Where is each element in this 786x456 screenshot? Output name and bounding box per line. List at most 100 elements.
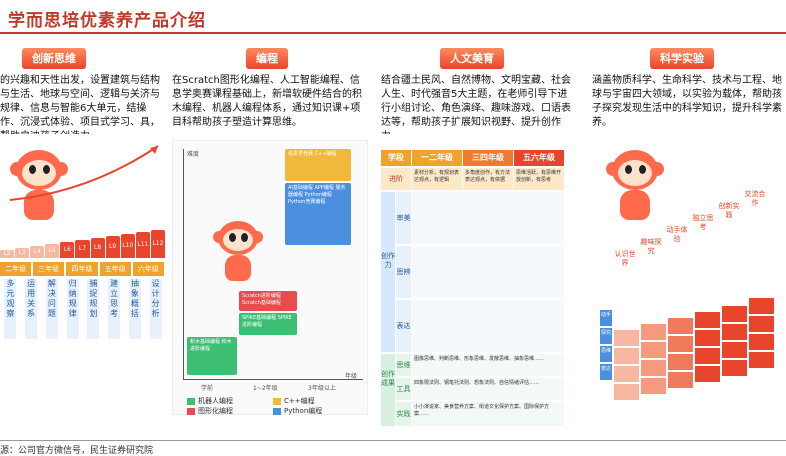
lower-cell-thinking: 图像思维、判断思维、形象思维、发散思维、抽象思维…… bbox=[412, 354, 564, 376]
grade-row: 二年级三年级四年级五年级六年级 bbox=[0, 262, 166, 276]
skill-column: 设计分析 bbox=[149, 279, 162, 339]
science-cell bbox=[641, 342, 666, 358]
side-label-creativity: 创作力 bbox=[381, 192, 395, 352]
science-cell bbox=[614, 366, 639, 382]
science-cell bbox=[695, 366, 720, 382]
lower-cell-tools: 四象限法则、钢笔托法则、想象法则、自信情绪评估…… bbox=[412, 378, 564, 400]
science-cell bbox=[722, 342, 747, 358]
side-label-outcomes: 创作成果 bbox=[381, 354, 395, 426]
skill-columns: 多元观察运用关系解决问题归纳规律捕捉规划建立思考抽象概括设计分析 bbox=[0, 279, 166, 339]
stage-tag: 创新实践 bbox=[718, 202, 740, 219]
stair-level: L9 bbox=[105, 236, 120, 258]
stair-level: L3 bbox=[15, 248, 30, 258]
grade-label: 二年级 bbox=[0, 262, 32, 276]
block-scratch: Scratch进阶编程 Scratch基础编程 bbox=[239, 291, 297, 311]
lower-cell-practice: 小小演说家、美食营养方案、街道文化保护方案、国际保护方案…… bbox=[412, 402, 564, 426]
x-axis-label: 年级 bbox=[345, 373, 358, 380]
science-side-label: 思维 bbox=[600, 346, 612, 362]
skill-column: 运用关系 bbox=[25, 279, 38, 339]
stage-tag: 独立思考 bbox=[692, 214, 714, 231]
desc-science: 涵盖物质科学、生命科学、技术与工程、地球与宇宙四大领域，以实验为载体，帮助孩子探… bbox=[592, 75, 782, 128]
legend-robot: 机器人编程 bbox=[187, 397, 233, 406]
science-cell bbox=[614, 348, 639, 364]
science-cell bbox=[749, 352, 774, 368]
page-title: 学而思培优素养产品介绍 bbox=[8, 11, 206, 31]
title-rule bbox=[0, 32, 786, 34]
row-label-critical: 思辨 bbox=[396, 246, 411, 298]
panel-humanities: 学段 一二年级 三四年级 五六年级 进阶 素材分析，有规划表达观点，有逻辑 多角… bbox=[381, 140, 566, 430]
science-cell bbox=[695, 312, 720, 328]
stage-cell-g12: 素材分析，有规划表达观点，有逻辑 bbox=[412, 168, 462, 190]
mascot-monkey bbox=[213, 217, 263, 287]
block-block: 积木基础编程 积木进阶编程 bbox=[187, 337, 237, 375]
stage-tag: 动手体验 bbox=[666, 226, 688, 243]
science-side-label: 动手 bbox=[600, 310, 612, 326]
desc-creative-thinking: 的兴趣和天性出发，设置建筑与结构与生活、地球与空间、逻辑与关济与规律、信息与智能… bbox=[0, 75, 160, 134]
source-note: 源：公司官方微信号，民生证券研究院 bbox=[0, 446, 154, 456]
x-tick-1: 1~2年级 bbox=[253, 385, 278, 392]
science-cell bbox=[695, 330, 720, 346]
skill-column: 归纳规律 bbox=[66, 279, 79, 339]
stair-level: L10 bbox=[120, 234, 135, 258]
growth-arrow bbox=[10, 145, 159, 201]
stair-level: L12 bbox=[150, 230, 165, 258]
skill-column: 捕捉规划 bbox=[87, 279, 100, 339]
science-side-label: 表达 bbox=[600, 364, 612, 380]
science-cell bbox=[695, 348, 720, 364]
science-cell bbox=[668, 336, 693, 352]
block-cpp: 信息学竞赛 C++编程 bbox=[285, 149, 351, 181]
science-cell bbox=[668, 354, 693, 370]
stage-cell-g34: 多角度创作，有方法表达观点，有依据 bbox=[463, 168, 513, 190]
badge-creative-thinking: 创新思维 bbox=[22, 48, 86, 69]
stair-level: L2 bbox=[0, 250, 15, 258]
y-axis-label: 难度 bbox=[187, 151, 200, 158]
skill-column: 多元观察 bbox=[4, 279, 17, 339]
grade-label: 五年级 bbox=[99, 262, 131, 276]
badge-science: 科学实验 bbox=[650, 48, 714, 69]
stair-level: L5 bbox=[45, 244, 60, 258]
science-cell bbox=[749, 334, 774, 350]
science-cell bbox=[614, 330, 639, 346]
science-cell bbox=[641, 360, 666, 376]
desc-humanities: 结合疆土民风、自然博物、文明宝藏、社会人生、时代强音5大主题，在老师引导下进行小… bbox=[381, 75, 571, 134]
desc-programming: 在Scratch图形化编程、人工智能编程、信息学奥赛课程基础上，新增软硬件结合的… bbox=[172, 75, 362, 128]
science-cell bbox=[614, 384, 639, 400]
grade-label: 六年级 bbox=[132, 262, 164, 276]
x-tick-2: 3年级以上 bbox=[308, 385, 336, 392]
stage-cell-g56: 思维活跃，有思维开放创新，有思考 bbox=[514, 168, 564, 190]
science-cell bbox=[641, 378, 666, 394]
stair-level: L11 bbox=[135, 232, 150, 258]
lower-label-thinking: 思维 bbox=[396, 354, 411, 376]
science-cell bbox=[668, 318, 693, 334]
block-spike: SPIKE基础编程 SPIKE进阶编程 bbox=[239, 313, 297, 335]
header-stage: 学段 bbox=[381, 150, 411, 166]
panel-science: 认识世界趣味探究动手体验独立思考创新实践交流合作 动手探究思维表达 bbox=[592, 140, 786, 420]
stage-tag: 认识世界 bbox=[614, 250, 636, 267]
badge-humanities: 人文美育 bbox=[440, 48, 504, 69]
skill-column: 抽象概括 bbox=[128, 279, 141, 339]
legend-graphical: 图形化编程 bbox=[187, 407, 233, 416]
science-side-label: 探究 bbox=[600, 328, 612, 344]
science-cell bbox=[749, 298, 774, 314]
header-g12: 一二年级 bbox=[412, 150, 462, 166]
legend-cpp: C++编程 bbox=[273, 397, 315, 406]
science-cell bbox=[722, 324, 747, 340]
stair-level: L7 bbox=[75, 240, 90, 258]
mascot-monkey bbox=[606, 146, 666, 226]
stage-tag: 交流合作 bbox=[744, 190, 766, 207]
grade-label: 三年级 bbox=[33, 262, 65, 276]
grade-label: 四年级 bbox=[66, 262, 98, 276]
stage-tag: 趣味探究 bbox=[640, 238, 662, 255]
science-cell bbox=[668, 372, 693, 388]
x-tick-0: 学前 bbox=[201, 385, 214, 392]
row-label-stage: 进阶 bbox=[381, 168, 411, 190]
row-label-expression: 表达 bbox=[396, 300, 411, 352]
legend-python: Python编程 bbox=[273, 407, 322, 416]
header-g34: 三四年级 bbox=[463, 150, 513, 166]
stair-level: L8 bbox=[90, 238, 105, 258]
lower-label-practice: 实践 bbox=[396, 402, 411, 426]
skill-column: 解决问题 bbox=[45, 279, 58, 339]
skill-column: 建立思考 bbox=[108, 279, 121, 339]
